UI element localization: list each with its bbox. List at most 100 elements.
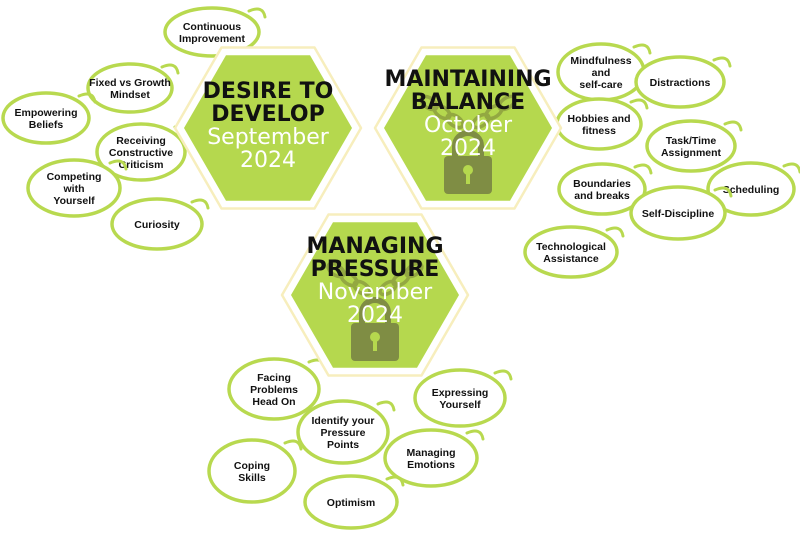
bubble-label-line: and breaks [574, 190, 630, 202]
padlock-icon [444, 130, 492, 194]
topic-bubble-develop-6: Curiosity [110, 197, 210, 251]
bubble-outline [629, 185, 727, 241]
topic-bubble-balance-7: Self-Discipline [629, 185, 733, 241]
bubble-label-line: self-care [579, 79, 622, 91]
topic-bubble-balance-6: Scheduling [706, 161, 800, 217]
bubble-label-line: Boundaries [573, 178, 631, 190]
hexagon-date-line: September [207, 125, 330, 150]
bubble-label-line: Scheduling [723, 184, 780, 196]
bubble-stroke-tail [376, 400, 396, 412]
bubble-outline [95, 122, 187, 182]
bubble-label-line: Hobbies and [567, 113, 630, 125]
bubble-stroke-tail [77, 92, 97, 104]
bubble-label-line: Assistance [543, 253, 599, 265]
bubble-stroke-tail [160, 63, 180, 75]
bubble-label-line: Mindfulness [570, 55, 631, 67]
bubble-label-line: Constructive [109, 147, 173, 159]
bubble-stroke-tail [190, 198, 210, 210]
bubble-label-line: Expressing [432, 387, 489, 399]
bubble-label-line: with [63, 183, 85, 195]
bubble-label-line: Problems [250, 384, 298, 396]
bubble-label-line: Beliefs [29, 119, 64, 131]
bubble-label-line: Identify your [311, 415, 374, 427]
bubble-stroke-tail [633, 163, 653, 175]
bubble-label-line: Yourself [439, 399, 481, 411]
hexagon-title-line: MANAGING [306, 234, 443, 259]
bubble-stroke-tail [283, 439, 303, 451]
hexagon-fill [184, 55, 352, 201]
hexagon-title-line: BALANCE [411, 90, 525, 115]
bubble-stroke-tail [632, 43, 652, 55]
bubble-label-line: Empowering [14, 107, 77, 119]
theme-hexagons: DESIRE TODEVELOPSeptember2024MAINTAINING… [173, 46, 563, 377]
bubble-label-line: Mindset [110, 89, 150, 101]
hexagon-date-line: 2024 [240, 148, 296, 173]
hexagon-title-line: MAINTAINING [384, 67, 551, 92]
chain-icon [419, 94, 517, 130]
bubble-stroke-tail [712, 56, 732, 68]
bubble-outline [557, 162, 647, 216]
hexagon-fill [291, 222, 459, 368]
bubble-label-line: Pressure [321, 427, 366, 439]
bubble-stroke-tail [713, 186, 733, 198]
bubble-label-line: Receiving [116, 135, 166, 147]
bubble-stroke-tail [493, 369, 513, 381]
bubble-outline [706, 161, 796, 217]
hexagon-date-line: 2024 [347, 303, 403, 328]
bubble-label-line: Head On [252, 396, 295, 408]
bubble-label-line: and [592, 67, 611, 79]
bubble-label-line: fitness [582, 125, 616, 137]
bubble-label-line: Criticism [119, 159, 164, 171]
hexagon-fill [384, 55, 552, 201]
hexagon-date-line: October [424, 113, 513, 138]
padlock-icon [351, 297, 399, 361]
bubble-outline [303, 474, 399, 530]
bubble-label-line: Optimism [327, 497, 375, 509]
bubble-label-line: Assignment [661, 147, 722, 159]
bubble-stroke-tail [629, 98, 649, 110]
hexagon-title-line: DEVELOP [211, 102, 324, 127]
bubble-outline [634, 55, 726, 109]
hexagon-title-line: PRESSURE [311, 257, 440, 282]
bubble-label-line: Yourself [53, 195, 95, 207]
bubble-label-line: Managing [407, 447, 456, 459]
bubble-outline [86, 62, 174, 114]
bubble-label-line: Distractions [650, 77, 711, 89]
bubble-outline [1, 91, 91, 145]
topic-bubble-pressure-6: Optimism [303, 474, 405, 530]
bubble-outline [383, 428, 479, 488]
bubble-label-line: Competing [47, 171, 102, 183]
hexagon-title-line: DESIRE TO [203, 79, 334, 104]
bubble-outline [523, 225, 619, 279]
bubble-label-line: Self-Discipline [642, 208, 715, 220]
bubble-outline [413, 368, 507, 428]
bubble-outline [227, 357, 321, 421]
bubble-label-line: Continuous [183, 21, 241, 33]
hexagon-date-line: 2024 [440, 136, 496, 161]
bubble-stroke-tail [465, 429, 485, 441]
chain-icon [326, 261, 424, 297]
bubble-stroke-tail [723, 120, 743, 132]
bubble-outline [645, 119, 737, 173]
bubble-label-line: Fixed vs Growth [89, 77, 171, 89]
bubble-label-line: Improvement [179, 33, 245, 45]
